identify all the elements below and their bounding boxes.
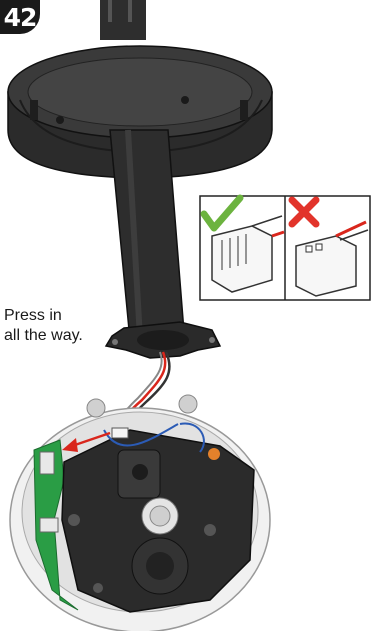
instruction-caption: Press in all the way.	[4, 306, 83, 346]
caption-line-1: Press in	[4, 306, 83, 326]
connector-inset	[200, 196, 370, 300]
top-shaft	[100, 0, 146, 40]
camera-base	[10, 395, 270, 631]
step-number-badge: 42	[0, 0, 40, 34]
caption-line-2: all the way.	[4, 326, 83, 346]
